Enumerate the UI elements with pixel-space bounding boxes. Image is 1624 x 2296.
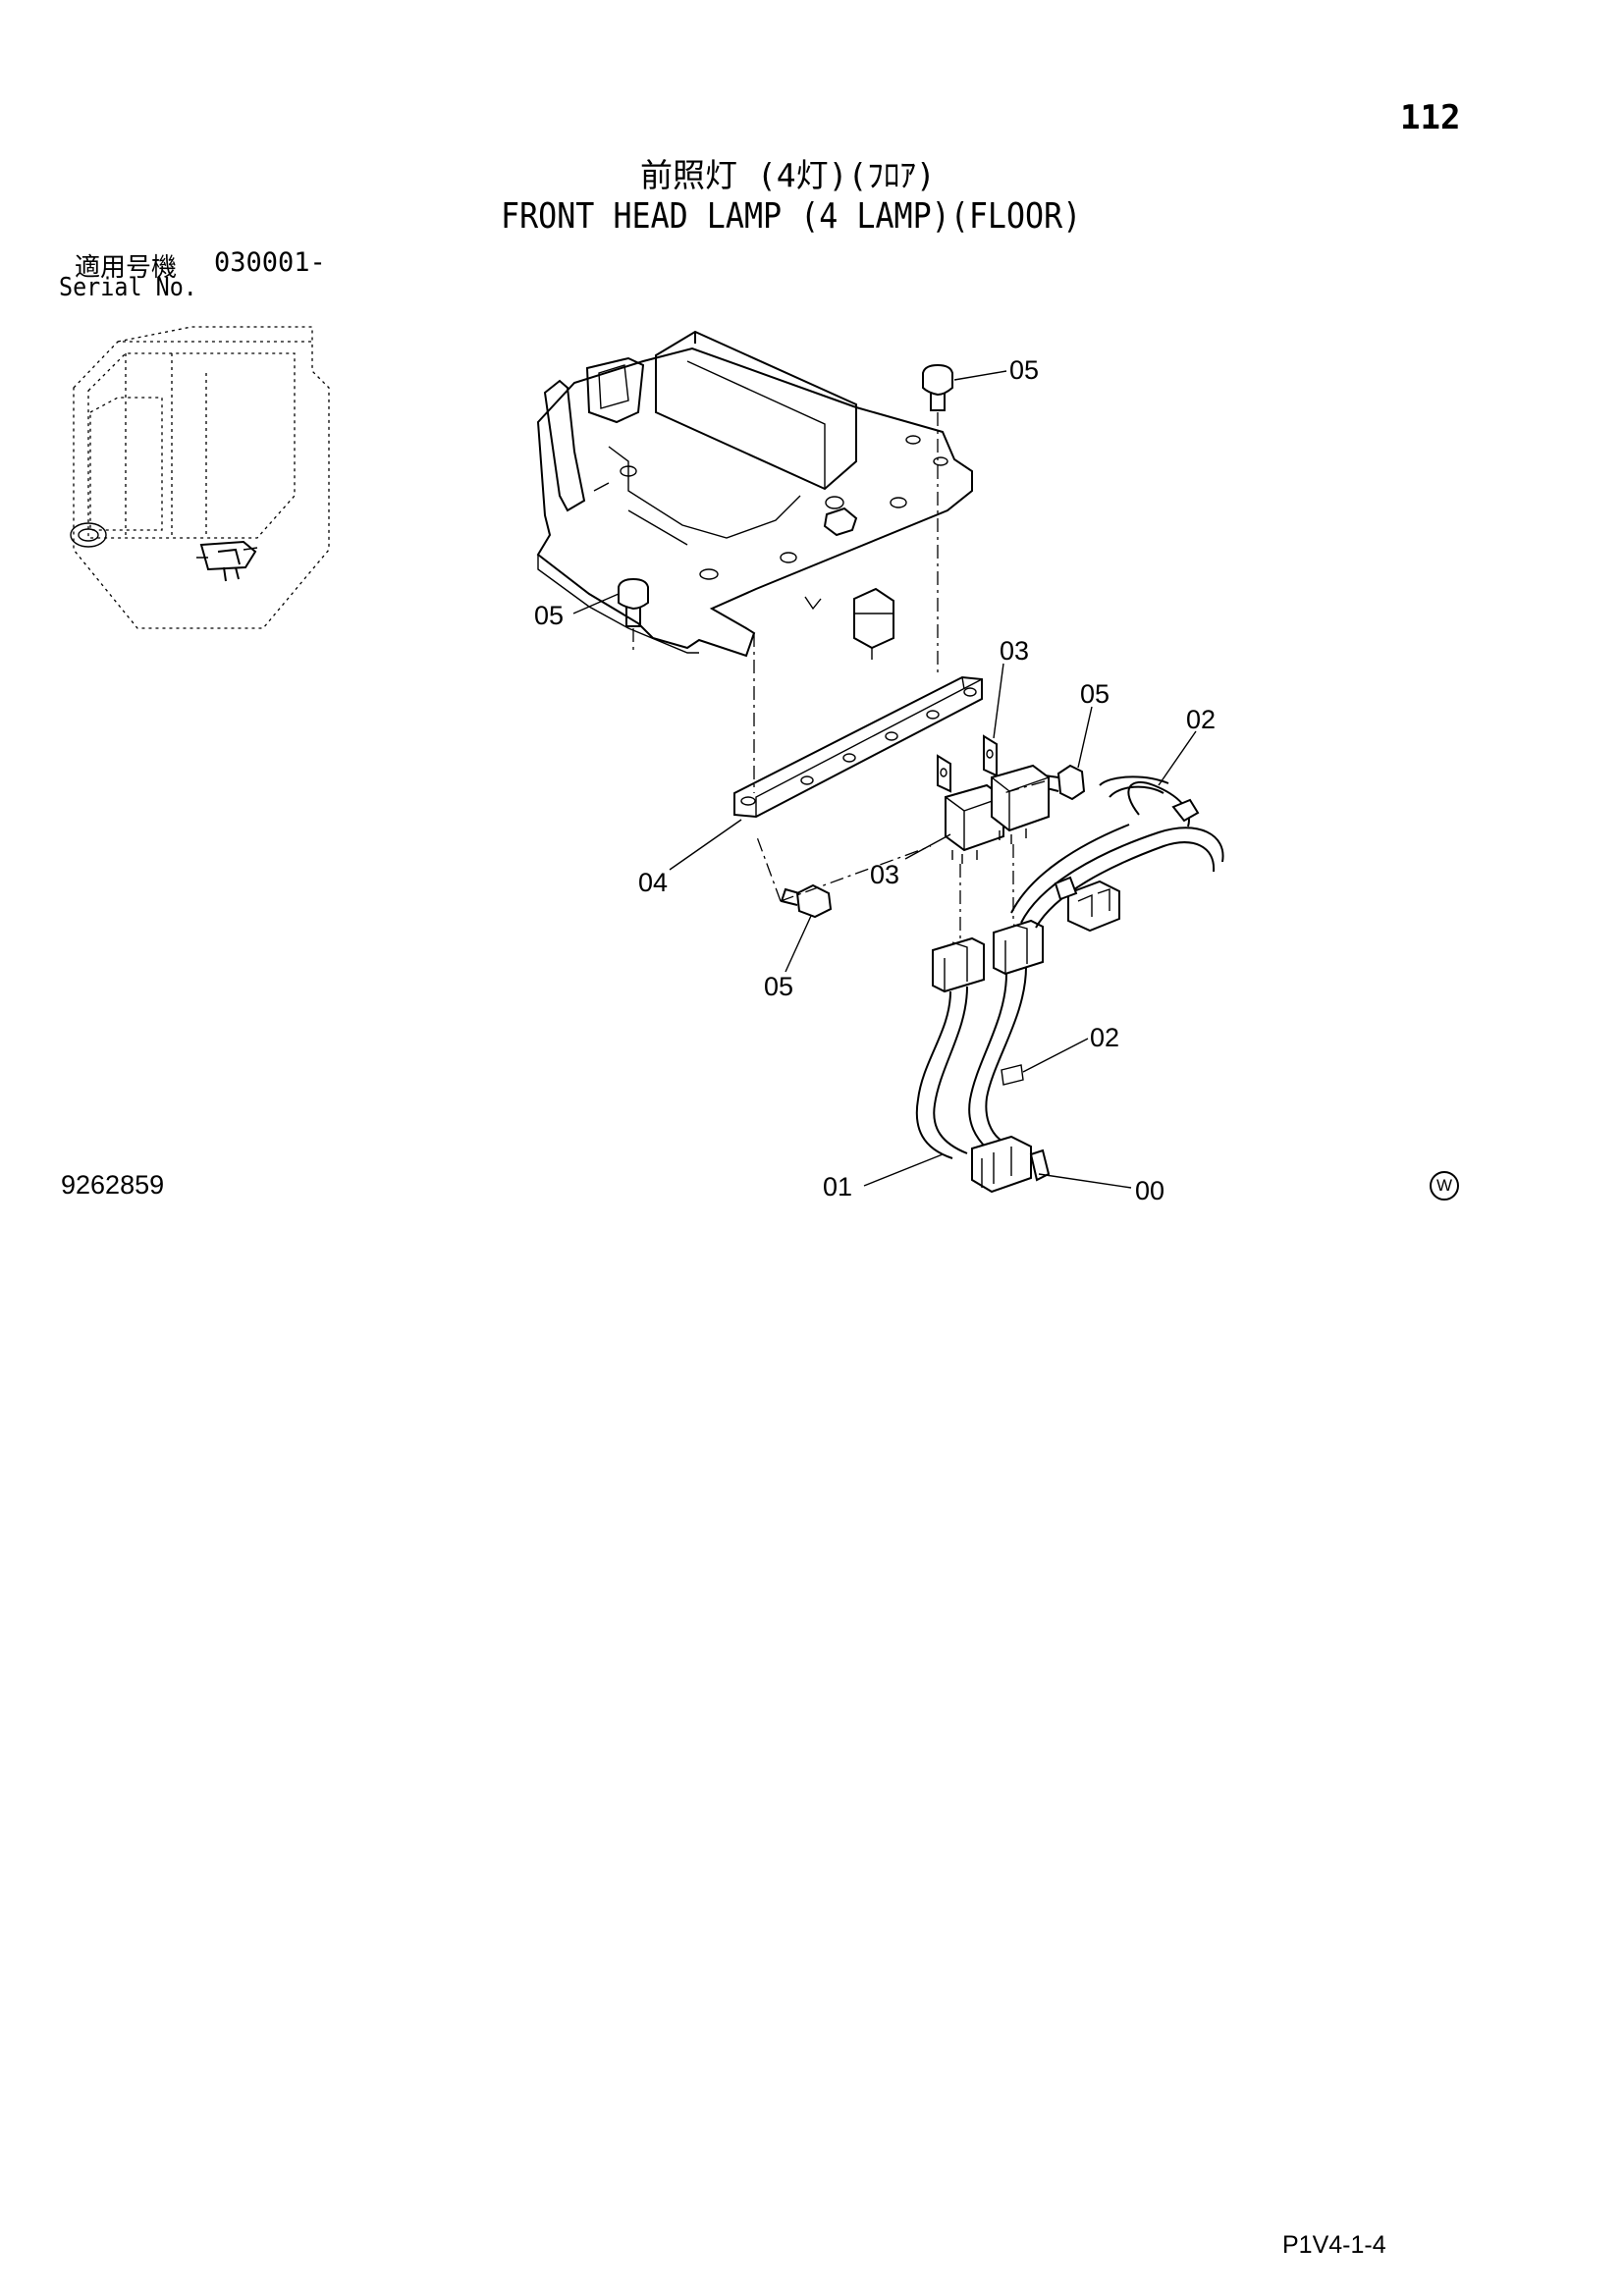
title-english: FRONT HEAD LAMP (4 LAMP)(FLOOR)	[501, 196, 1082, 237]
callout-05-bottom: 05	[764, 972, 793, 1001]
callout-05-top: 05	[1009, 355, 1039, 385]
bolt-right	[1041, 764, 1086, 801]
bolt-bottom	[780, 883, 833, 919]
serial-label-english: Serial No.	[59, 273, 197, 302]
callout-03-top: 03	[1000, 636, 1029, 666]
callout-02-mid: 02	[1090, 1023, 1119, 1052]
callout-03-mid: 03	[870, 860, 899, 889]
mounting-plate	[536, 330, 973, 660]
relay-right	[983, 734, 1050, 844]
leader-lines	[572, 370, 1197, 1189]
bracket-bar	[733, 675, 983, 819]
cab-location-thumbnail	[70, 326, 330, 629]
bolt-top	[922, 363, 953, 411]
serial-label-japanese: 適用号機	[75, 253, 178, 283]
title-japanese: 前照灯 (4灯)(ﾌﾛｱ)	[640, 156, 936, 194]
watermark-symbol: W	[1430, 1171, 1459, 1201]
callout-01: 01	[823, 1172, 852, 1201]
callout-02-top: 02	[1186, 705, 1216, 734]
assembly-lines	[632, 412, 1046, 942]
callout-04: 04	[638, 868, 668, 897]
bolt-left	[618, 577, 649, 627]
serial-value: 030001-	[214, 247, 326, 278]
callout-00: 00	[1135, 1176, 1164, 1205]
page-number: 112	[1400, 98, 1461, 137]
callout-05-left: 05	[534, 601, 564, 630]
wire-harness	[915, 775, 1224, 1194]
page-code: P1V4-1-4	[1282, 2231, 1386, 2259]
drawing-number: 9262859	[61, 1170, 165, 1200]
callout-05-right: 05	[1080, 679, 1110, 709]
